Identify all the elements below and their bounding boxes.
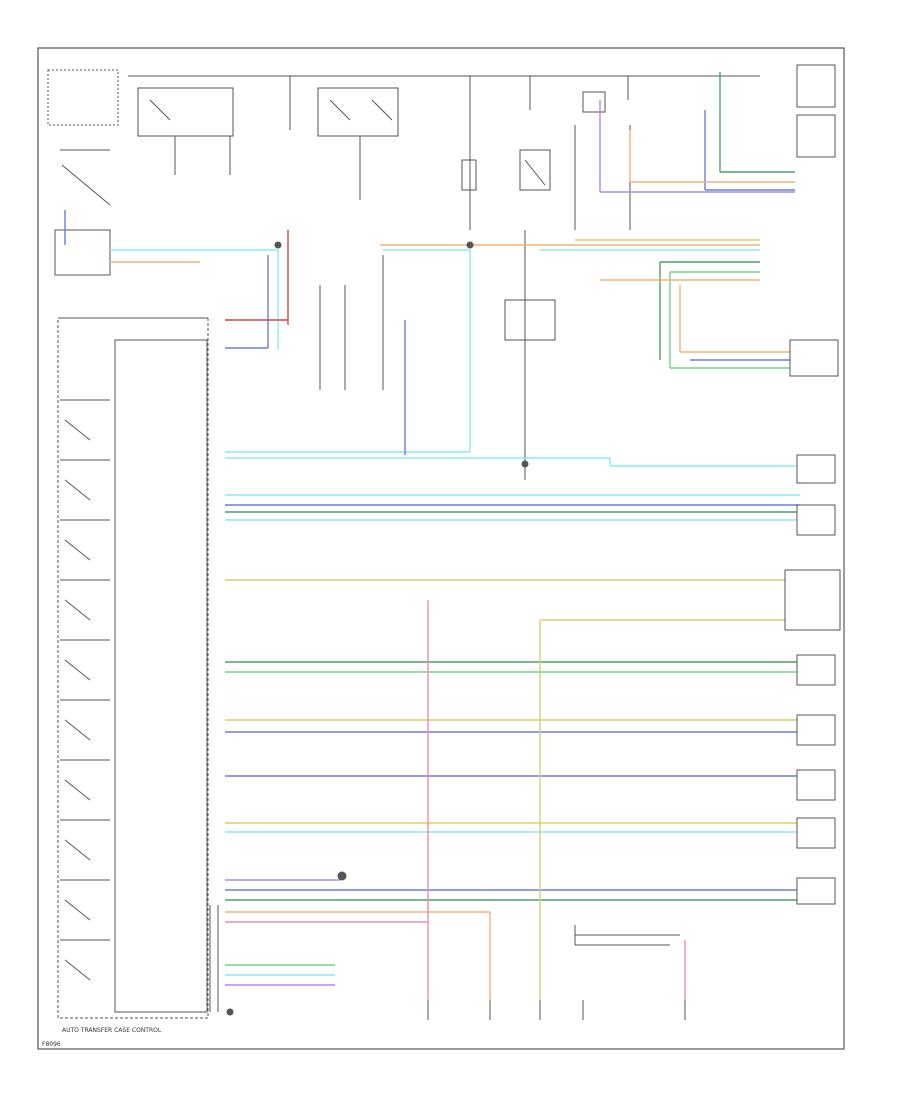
middle-harness xyxy=(319,230,680,946)
bottom-connectors xyxy=(226,241,686,1020)
right-connectors xyxy=(784,64,841,905)
top-power-section xyxy=(47,69,760,276)
transfer-case-control-module xyxy=(57,317,219,1019)
corner-code: F8096 xyxy=(42,1041,61,1048)
footer-label: AUTO TRANSFER CASE CONTROL xyxy=(62,1027,162,1034)
colored-wires xyxy=(64,72,800,1000)
diagram-frame xyxy=(37,47,845,1050)
